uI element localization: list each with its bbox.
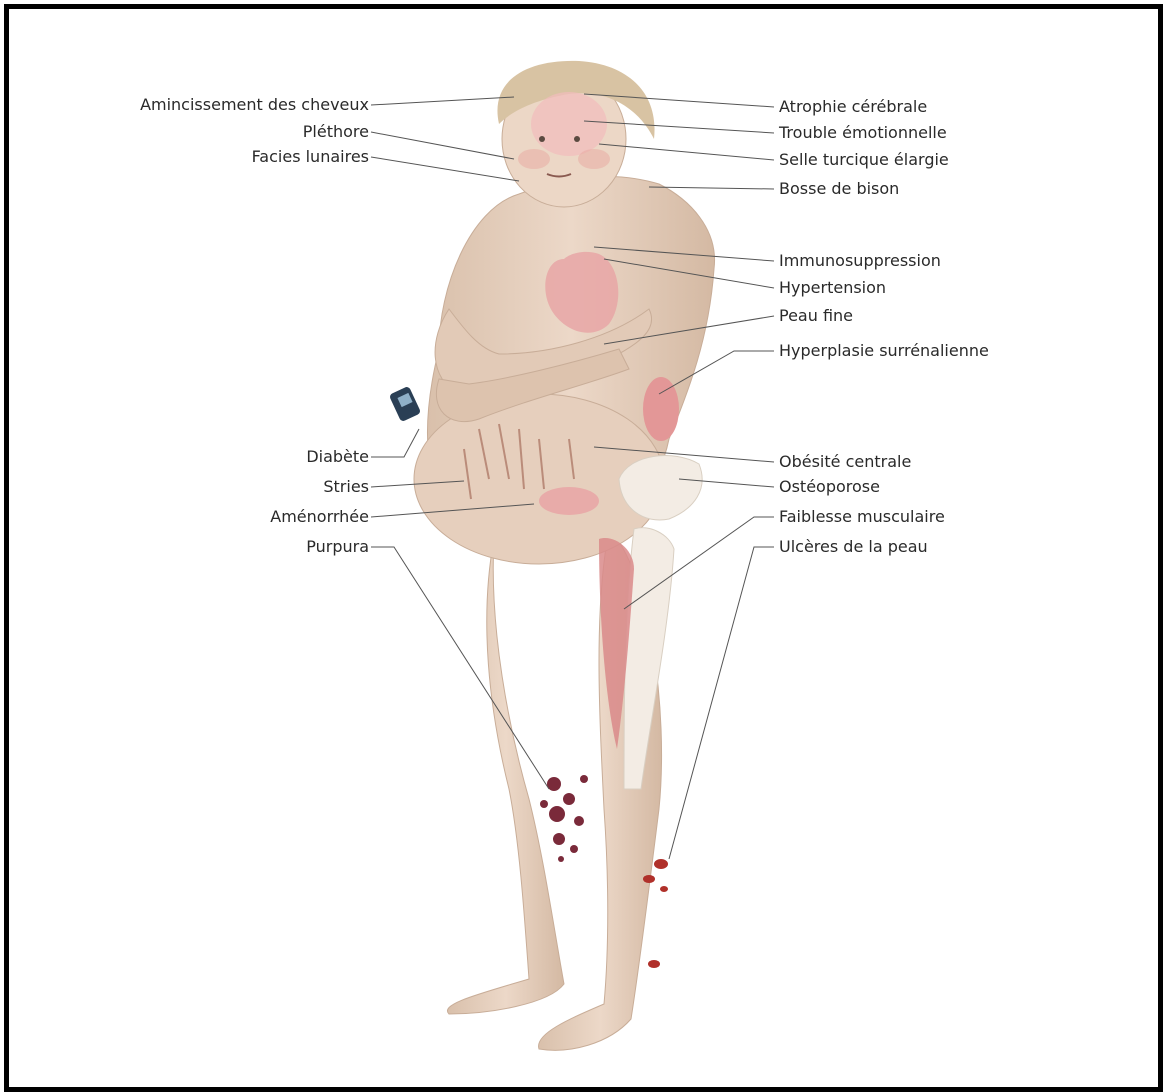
leg-left bbox=[447, 539, 564, 1014]
label-moon-face: Facies lunaires bbox=[89, 147, 369, 167]
label-hypertension: Hypertension bbox=[779, 278, 886, 298]
eye-right bbox=[574, 136, 580, 142]
purpura-spots bbox=[540, 775, 588, 862]
label-skin-ulcers: Ulcères de la peau bbox=[779, 537, 928, 557]
skin-ulcers bbox=[643, 859, 668, 968]
label-plethora: Pléthore bbox=[89, 122, 369, 142]
label-enlarged-sella: Selle turcique élargie bbox=[779, 150, 949, 170]
label-thin-skin: Peau fine bbox=[779, 306, 853, 326]
label-muscle-weakness: Faiblesse musculaire bbox=[779, 507, 945, 527]
label-hair-thinning: Amincissement des cheveux bbox=[89, 95, 369, 115]
label-central-obesity: Obésité centrale bbox=[779, 452, 911, 472]
label-adrenal-hyperplasia: Hyperplasie surrénalienne bbox=[779, 341, 989, 361]
label-buffalo-hump: Bosse de bison bbox=[779, 179, 899, 199]
label-osteoporosis: Ostéoporose bbox=[779, 477, 880, 497]
label-diabetes: Diabète bbox=[89, 447, 369, 467]
label-striae: Stries bbox=[89, 477, 369, 497]
adrenal-kidney bbox=[643, 377, 679, 441]
cheek-left bbox=[518, 149, 550, 169]
figure-frame: Amincissement des cheveux Pléthore Facie… bbox=[4, 4, 1163, 1092]
eye-left bbox=[539, 136, 545, 142]
label-immunosuppression: Immunosuppression bbox=[779, 251, 941, 271]
label-emotional-disorder: Trouble émotionnelle bbox=[779, 123, 947, 143]
label-amenorrhea: Aménorrhée bbox=[89, 507, 369, 527]
cheek-right bbox=[578, 149, 610, 169]
label-purpura: Purpura bbox=[89, 537, 369, 557]
glucose-meter-icon bbox=[389, 386, 422, 422]
brain bbox=[531, 92, 607, 156]
label-brain-atrophy: Atrophie cérébrale bbox=[779, 97, 927, 117]
uterus bbox=[539, 487, 599, 515]
